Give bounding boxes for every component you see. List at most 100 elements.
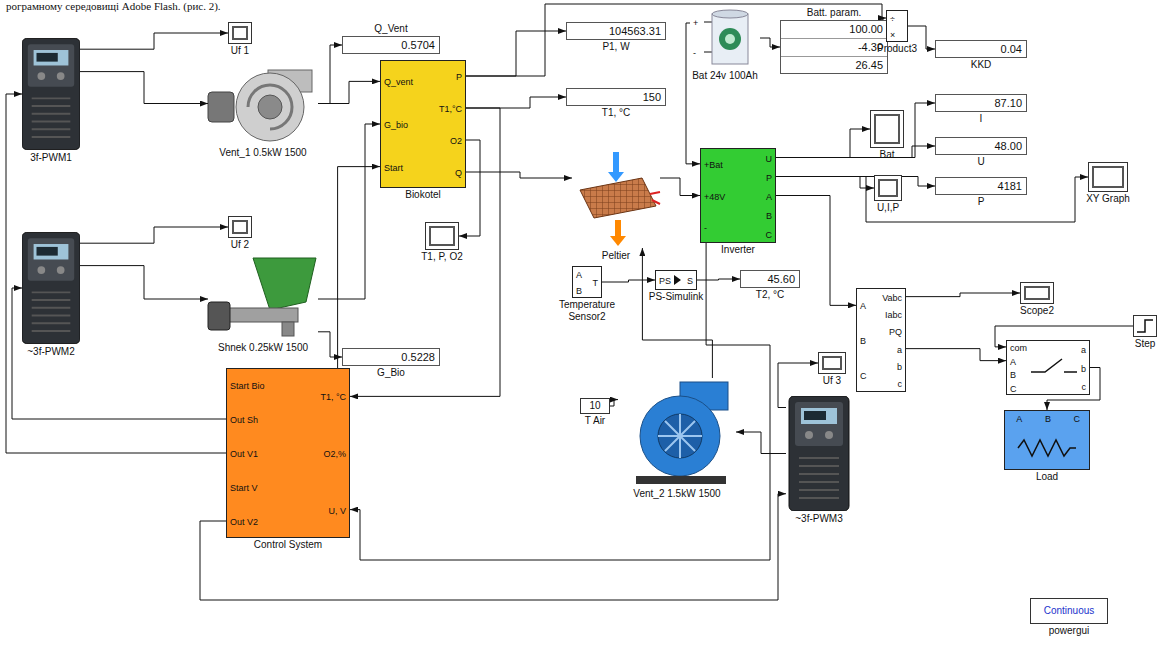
load-symbol-part xyxy=(1004,410,1090,470)
display-value: 45.60 xyxy=(767,271,795,287)
block-name: I xyxy=(980,113,983,125)
signal-line xyxy=(642,248,712,378)
port-label: S xyxy=(687,275,693,287)
signal-line xyxy=(466,97,566,108)
block-text: Continuous xyxy=(1031,599,1107,623)
subsystem-block: ABCLoad xyxy=(1004,410,1090,470)
battery-picture-part xyxy=(712,10,748,18)
port-label: - xyxy=(704,222,707,234)
scope-block: Uf 2 xyxy=(228,216,252,238)
block-name: Vent_1 0.5kW 1500 xyxy=(219,147,306,159)
display-value: 100.00 xyxy=(781,21,887,38)
scope-block: Scope2 xyxy=(1020,282,1054,304)
block-name: Uf 1 xyxy=(231,45,249,57)
block-name: Q_Vent xyxy=(374,23,407,35)
port-label: a xyxy=(1081,344,1086,356)
port-label: Vabc xyxy=(882,292,902,304)
signal-line xyxy=(776,177,935,187)
peltier-picture-part xyxy=(650,192,660,204)
block-text: 10 xyxy=(581,399,609,413)
signal-line xyxy=(318,124,380,299)
fan-picture-part xyxy=(258,95,282,119)
block-name: Uf 3 xyxy=(823,375,841,387)
battery-picture-part xyxy=(725,34,735,44)
fan-picture xyxy=(208,70,312,141)
scope-block: T1, P, O2 xyxy=(425,222,459,250)
drive-picture-part xyxy=(22,38,80,149)
block-name: Vent_2 1.5kW 1500 xyxy=(633,488,720,500)
port-label: A xyxy=(1016,413,1022,425)
signal-line xyxy=(318,81,380,103)
signal-line xyxy=(80,266,208,299)
scope-block: Uf 3 xyxy=(818,352,846,374)
scope-block: Bat xyxy=(870,110,904,148)
peltier-picture-part xyxy=(610,236,626,246)
signal-line xyxy=(776,177,1088,223)
drive-picture-part xyxy=(789,396,849,511)
subsystem-block: comABCabc xyxy=(1006,340,1090,395)
signal-line xyxy=(697,279,740,280)
subsystem-block: Start BioOut ShOut V1Start VOut V2T1, °C… xyxy=(226,368,350,538)
block-name: Batt. param. xyxy=(807,7,861,19)
scope-block: Uf 1 xyxy=(228,22,252,44)
blower-picture-part xyxy=(636,476,726,484)
block-name: Step xyxy=(1135,338,1156,350)
display-block: 45.60T2, °C xyxy=(740,270,800,288)
display-value: 0.04 xyxy=(1001,41,1022,57)
port-label: U xyxy=(766,153,773,165)
block-name: P1, W xyxy=(602,41,629,53)
block-name: 3f-PWM1 xyxy=(30,152,72,164)
auger-picture-part xyxy=(208,302,230,330)
signal-line xyxy=(776,129,870,158)
subsystem-block: +-Bat 24v 100Ah xyxy=(690,8,760,68)
block-name: ~3f-PWM2 xyxy=(27,346,75,358)
port-label: B xyxy=(1010,369,1016,381)
peltier-picture-part xyxy=(613,152,619,174)
image-block: Peltier xyxy=(572,148,660,248)
drive-picture-part xyxy=(22,232,80,343)
port-label: Out V2 xyxy=(230,516,258,528)
block-name: T Air xyxy=(585,415,605,427)
subsystem-block: ÷×Product3 xyxy=(886,10,908,42)
port-label: B xyxy=(576,285,582,297)
port-label: T1,°C xyxy=(439,103,462,115)
port-label: Start Bio xyxy=(230,380,265,392)
display-value: 48.00 xyxy=(994,138,1022,154)
block-name: Inverter xyxy=(721,244,755,256)
image-block: ~3f-PWM2 xyxy=(22,232,80,344)
block-name: Biokotel xyxy=(405,189,441,201)
port-label: ÷ xyxy=(890,13,895,25)
subsystem-block: Q_ventG_bioStartPT1,°CO2QBiokotel xyxy=(380,60,466,188)
port-label: O2,% xyxy=(323,448,346,460)
subsystem-block: PSSPS-Simulink xyxy=(655,270,697,290)
port-label: O2 xyxy=(450,135,462,147)
signal-line xyxy=(318,45,342,104)
signal-line xyxy=(778,363,818,408)
port-label: Start V xyxy=(230,482,258,494)
display-value: 4181 xyxy=(998,178,1022,194)
signal-line xyxy=(80,72,208,104)
port-label: C xyxy=(766,229,773,241)
converter-symbol xyxy=(674,275,681,285)
signal-line xyxy=(760,38,780,47)
display-block: 4181P xyxy=(935,177,1027,195)
block-name: U xyxy=(977,156,984,168)
signal-line xyxy=(776,146,935,158)
image-block: Vent_1 0.5kW 1500 xyxy=(208,62,318,145)
display-block: 104563.31P1, W xyxy=(566,22,666,40)
scope-block: U,I,P xyxy=(874,175,902,201)
port-label: +Bat xyxy=(704,159,723,171)
port-label: Iabc xyxy=(885,309,902,321)
block-name: Shnek 0.25kW 1500 xyxy=(218,342,308,354)
port-label: c xyxy=(1082,381,1087,393)
port-label: C xyxy=(1073,413,1080,425)
drive-picture xyxy=(22,38,849,511)
signal-line xyxy=(736,432,786,454)
block-name: Product3 xyxy=(877,43,917,55)
block-name: ~3f-PWM3 xyxy=(795,513,843,525)
port-label: A xyxy=(576,269,582,281)
subsystem-block: +Bat+48V-UPABCInverter xyxy=(700,148,776,243)
constant-block: Continuouspowergui xyxy=(1030,598,1108,624)
block-name: Uf 2 xyxy=(231,239,249,251)
source-block: Step xyxy=(1133,315,1157,337)
